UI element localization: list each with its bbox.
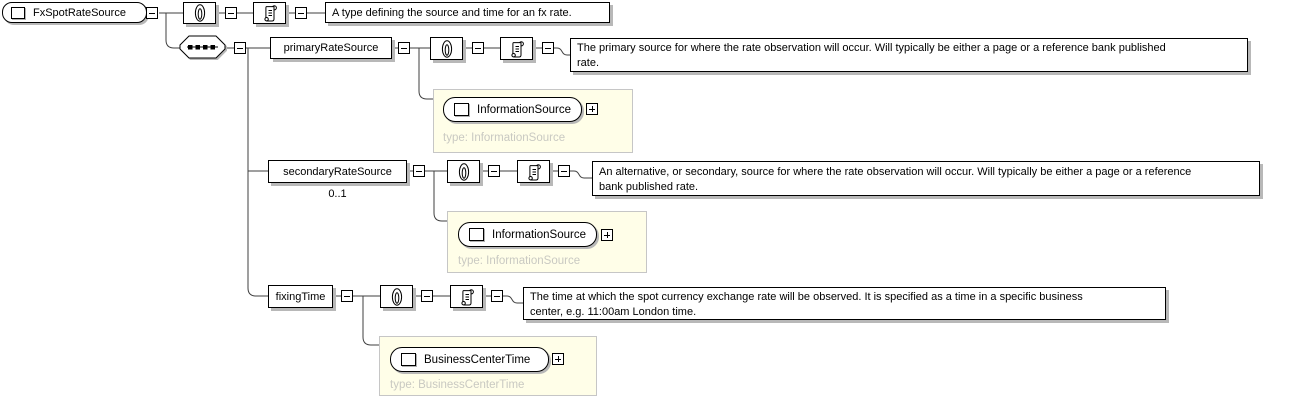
documentation-node[interactable] (517, 160, 550, 183)
documentation-line: bank published rate. (599, 181, 699, 193)
scroll-icon (460, 288, 474, 305)
type-ref-label: BusinessCenterTime (424, 353, 531, 366)
documentation-text: The time at which the spot currency exch… (523, 287, 1166, 320)
root-type-label: FxSpotRateSource (33, 6, 126, 19)
collapse-toggle[interactable] (488, 165, 500, 177)
documentation-line: A type defining the source and time for … (332, 7, 572, 19)
documentation-node[interactable] (500, 37, 533, 60)
expand-toggle[interactable] (586, 103, 598, 115)
complex-type-icon (454, 103, 469, 116)
collapse-toggle[interactable] (398, 42, 410, 54)
type-ref-label: InformationSource (477, 103, 571, 116)
documentation-line: The time at which the spot currency exch… (530, 291, 1083, 303)
collapse-toggle[interactable] (421, 290, 433, 302)
collapse-toggle[interactable] (491, 290, 503, 302)
collapse-toggle[interactable] (558, 165, 570, 177)
scroll-icon (263, 5, 277, 22)
documentation-text: An alternative, or secondary, source for… (592, 161, 1260, 196)
scroll-icon (510, 40, 524, 57)
documentation-text: A type defining the source and time for … (325, 2, 610, 23)
type-ref-BusinessCenterTime[interactable]: BusinessCenterTime (390, 347, 549, 372)
element-primaryRateSource[interactable]: primaryRateSource (270, 37, 392, 59)
collapse-toggle[interactable] (542, 42, 554, 54)
complex-type-icon (469, 228, 484, 241)
annotation-node[interactable] (380, 285, 413, 308)
expand-toggle[interactable] (601, 229, 613, 241)
element-label: primaryRateSource (283, 42, 379, 54)
documentation-line: An alternative, or secondary, source for… (599, 166, 1192, 178)
expand-toggle[interactable] (552, 353, 564, 365)
collapse-toggle[interactable] (234, 42, 246, 54)
scroll-icon (527, 163, 541, 180)
collapse-toggle[interactable] (295, 7, 307, 19)
complex-type-icon (401, 353, 416, 366)
type-caption: type: InformationSource (443, 132, 566, 144)
paperclip-icon (194, 4, 205, 22)
element-secondaryRateSource[interactable]: secondaryRateSource (268, 160, 407, 183)
paperclip-icon (441, 39, 452, 58)
documentation-node[interactable] (253, 2, 286, 24)
documentation-node[interactable] (450, 285, 483, 308)
type-ref-InformationSource[interactable]: InformationSource (443, 97, 582, 122)
type-caption: type: InformationSource (458, 255, 581, 267)
annotation-node[interactable] (183, 2, 216, 24)
collapse-toggle[interactable] (413, 165, 425, 177)
collapse-toggle[interactable] (225, 7, 237, 19)
cardinality-label: 0..1 (328, 188, 347, 200)
sequence-icon[interactable] (178, 34, 231, 63)
documentation-line: The primary source for where the rate ob… (577, 42, 1166, 54)
documentation-line: rate. (577, 57, 600, 69)
type-FxSpotRateSource[interactable]: FxSpotRateSource (2, 2, 147, 23)
type-ref-InformationSource[interactable]: InformationSource (458, 222, 597, 247)
type-ref-label: InformationSource (492, 228, 586, 241)
documentation-text: The primary source for where the rate ob… (570, 38, 1248, 72)
element-fixingTime[interactable]: fixingTime (268, 285, 333, 308)
element-label: secondaryRateSource (283, 165, 392, 178)
type-caption: type: BusinessCenterTime (390, 379, 525, 391)
documentation-line: center, e.g. 11:00am London time. (530, 306, 697, 318)
annotation-node[interactable] (447, 160, 480, 183)
annotation-node[interactable] (430, 37, 463, 60)
complex-type-icon (11, 6, 25, 19)
element-label: fixingTime (275, 290, 326, 303)
collapse-toggle[interactable] (341, 290, 353, 302)
collapse-toggle[interactable] (146, 7, 158, 19)
collapse-toggle[interactable] (472, 42, 484, 54)
paperclip-icon (458, 162, 469, 181)
paperclip-icon (391, 287, 402, 306)
